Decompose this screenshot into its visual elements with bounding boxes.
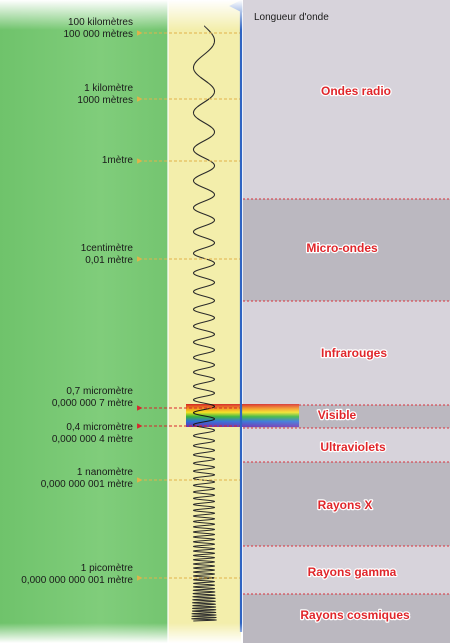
scale-mark-label: 1centimètre [81,243,134,254]
scale-mark-label: 1 picomètre [81,563,134,574]
scale-mark-label: 0,000 000 000 001 mètre [21,575,133,586]
scale-mark-label: 0,000 000 7 mètre [52,398,134,409]
scale-mark-label: 100 000 mètres [64,29,134,40]
scale-mark-label: 1 kilomètre [84,83,133,94]
band-label: Ondes radio [321,84,391,98]
band-layer [243,0,450,643]
wave-layer [191,25,217,622]
band-label: Micro-ondes [306,241,378,255]
scale-mark-label: 1 nanomètre [77,467,134,478]
band-label: Rayons cosmiques [300,608,410,622]
band-3 [243,301,450,405]
band-label: Rayons gamma [308,565,397,579]
band-7 [243,546,450,594]
band-label-layer: Ondes radioMicro-ondesInfrarougesVisible… [299,83,411,623]
scale-mark-label: 0,7 micromètre [66,386,133,397]
scale-mark-label: 100 kilomètres [68,17,133,28]
scale-mark-label: 0,000 000 4 mètre [52,434,134,445]
visible-spectrum-layer [186,404,299,427]
band-label: Infrarouges [321,346,387,360]
visible-spectrum-gloss [186,404,299,427]
scale-mark-label: 1mètre [102,155,134,166]
band-6 [243,462,450,546]
band-8 [243,594,450,643]
axis-title: Longueur d'onde [254,12,329,23]
top-fade [0,0,243,30]
band-1 [243,0,450,199]
wave-curve [191,25,217,622]
scale-mark-label: 1000 mètres [77,95,133,106]
axis-layer: Longueur d'onde [229,0,329,632]
band-label: Ultraviolets [320,440,386,454]
band-5 [243,428,450,462]
bottom-fade [0,623,243,643]
left-scale-panel [0,0,168,643]
scale-mark-label: 0,000 000 001 mètre [41,479,134,490]
band-label: Visible [318,408,357,422]
band-2 [243,199,450,301]
scale-mark-label: 0,4 micromètre [66,422,133,433]
band-label: Rayons X [318,498,373,512]
scale-mark-label: 0,01 mètre [85,255,133,266]
